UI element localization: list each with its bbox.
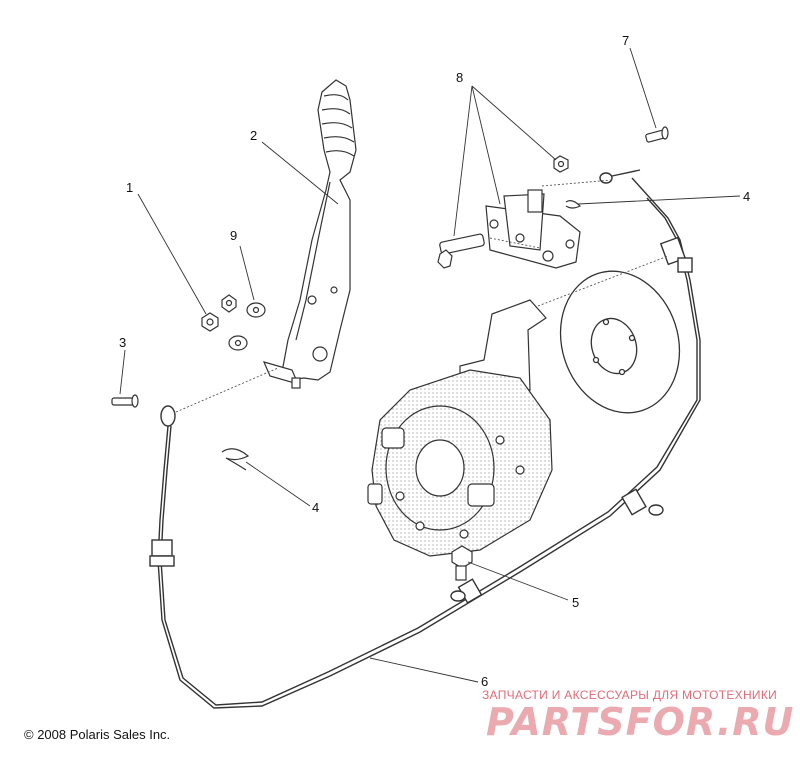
callout-5: 5 bbox=[572, 595, 579, 610]
gearcase bbox=[367, 299, 553, 557]
brake-disc bbox=[559, 270, 681, 414]
callout-1: 1 bbox=[126, 180, 133, 195]
copyright-notice: © 2008 Polaris Sales Inc. bbox=[24, 727, 171, 742]
watermark-logo: PARTSFOR.RU bbox=[486, 700, 795, 744]
watermark-tagline: ЗАПЧАСТИ И АКСЕССУАРЫ ДЛЯ МОТОТЕХНИКИ bbox=[482, 688, 778, 702]
callout-9: 9 bbox=[230, 228, 237, 243]
callout-4b: 4 bbox=[312, 500, 319, 515]
callout-labels: 1 2 3 4 4 5 6 7 8 9 bbox=[119, 33, 750, 689]
clevis-pin-3 bbox=[111, 394, 139, 408]
hardware-nuts-washers bbox=[201, 294, 266, 351]
callout-3: 3 bbox=[119, 335, 126, 350]
callout-4a: 4 bbox=[743, 189, 750, 204]
callout-2: 2 bbox=[250, 128, 257, 143]
alignment-lines bbox=[175, 179, 669, 413]
callout-7: 7 bbox=[622, 33, 629, 48]
callout-6: 6 bbox=[481, 674, 488, 689]
brake-cable bbox=[149, 169, 701, 709]
hairpin-clips bbox=[221, 200, 582, 471]
brake-pedal bbox=[262, 79, 357, 389]
callout-8: 8 bbox=[456, 70, 463, 85]
brake-caliper-assembly bbox=[437, 155, 581, 269]
bolt-5 bbox=[451, 545, 473, 581]
pin-7 bbox=[645, 126, 669, 143]
leader-lines bbox=[119, 47, 741, 683]
